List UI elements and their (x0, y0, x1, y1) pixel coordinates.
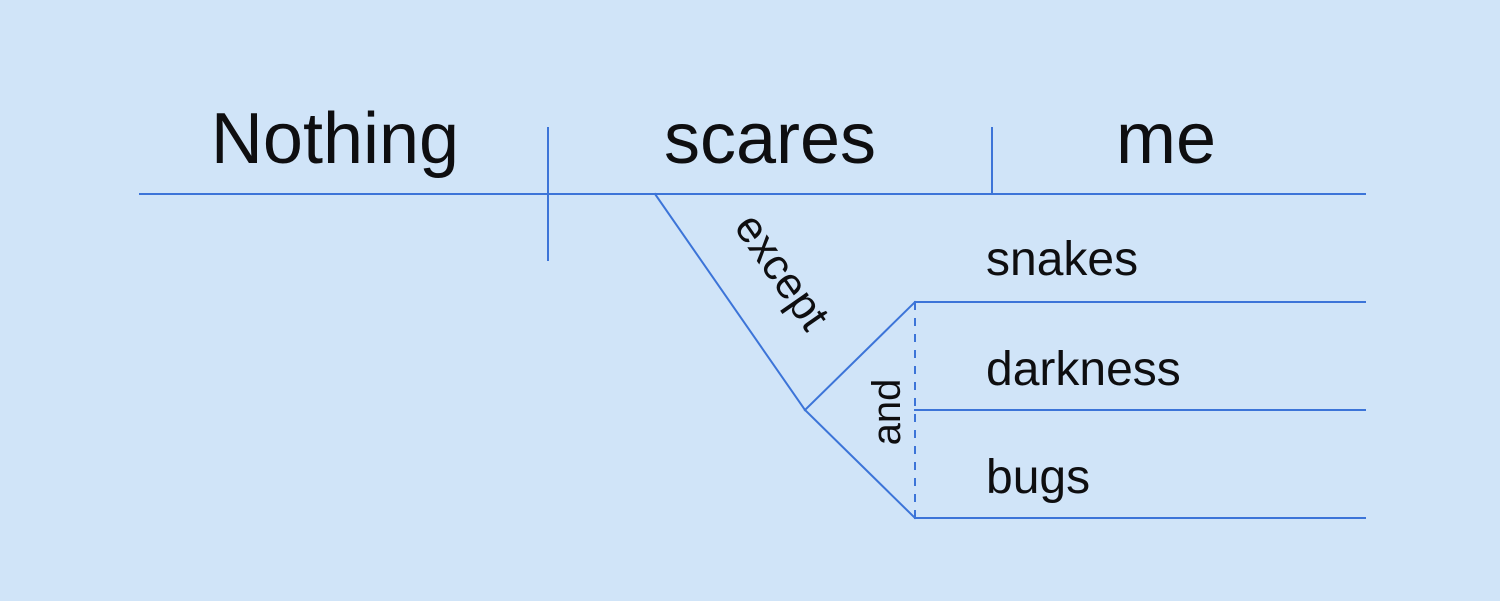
conjunction-word: and (865, 379, 909, 446)
compound-branch-upper (803, 300, 917, 412)
verb-word: scares (664, 99, 876, 179)
preposition-slant-line (653, 192, 807, 412)
prepositional-object-2: darkness (986, 343, 1181, 396)
subject-word: Nothing (211, 99, 459, 179)
object-word: me (1116, 99, 1216, 179)
prepositional-object-1: snakes (986, 233, 1138, 286)
prepositional-object-3: bugs (986, 451, 1090, 504)
compound-branch-lower (803, 408, 917, 520)
